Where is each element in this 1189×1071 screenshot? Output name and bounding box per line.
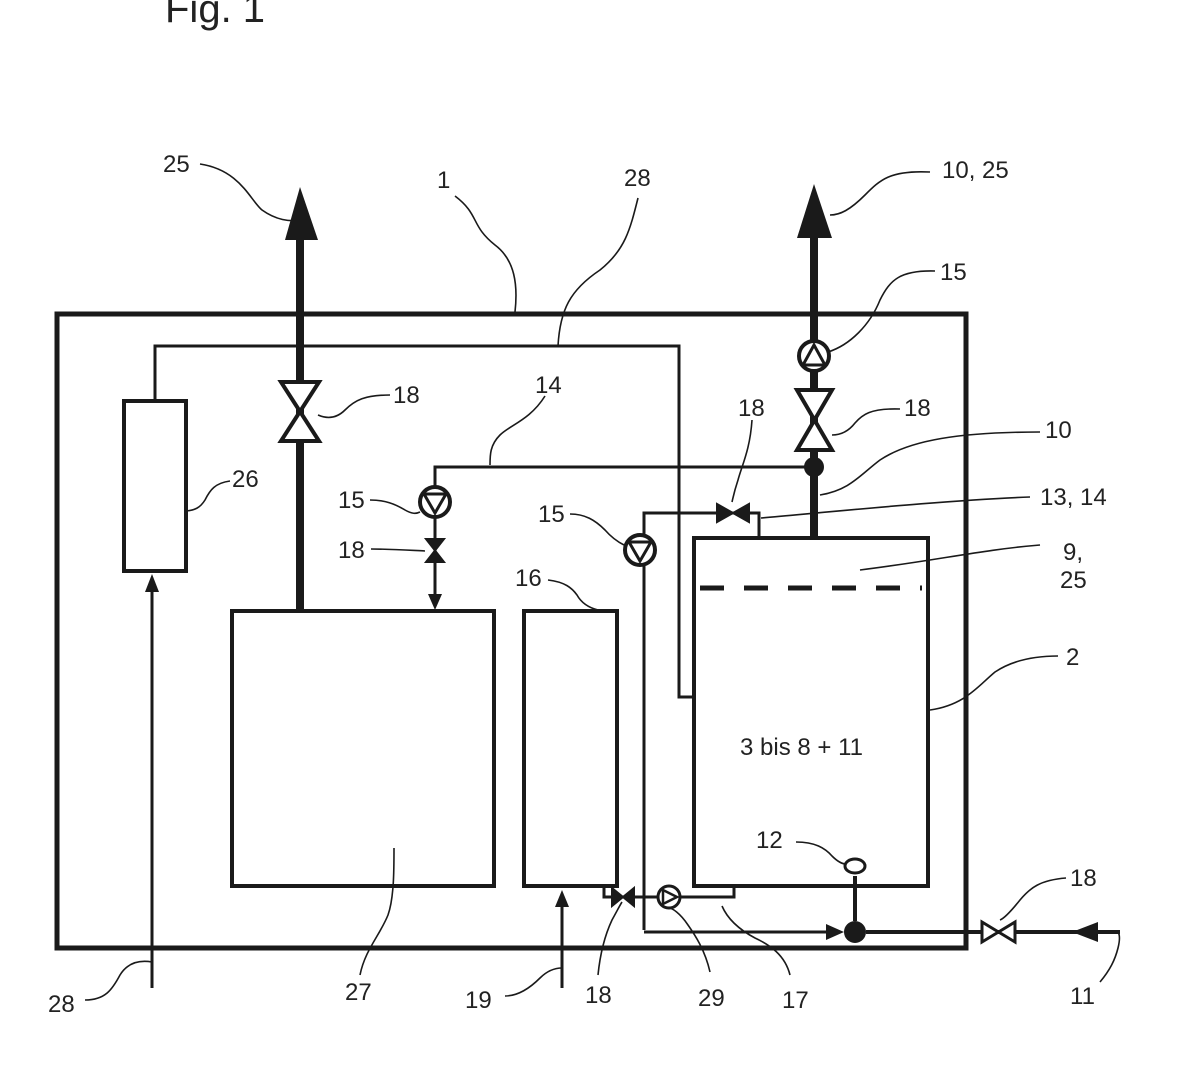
vessel-contents-label: 3 bis 8 + 11	[740, 734, 863, 761]
leader-28-top	[558, 198, 638, 346]
label-18-topright: 18	[738, 395, 765, 422]
leader-2	[930, 656, 1058, 710]
arrow-10-25	[797, 184, 832, 238]
leader-18-right	[832, 409, 900, 435]
arrow-return	[826, 924, 844, 940]
label-28-top: 28	[624, 165, 651, 192]
label-28-bottom: 28	[48, 991, 75, 1018]
leader-28-bottom	[85, 961, 152, 1000]
label-1: 1	[437, 167, 450, 194]
label-18-left: 18	[393, 382, 420, 409]
label-25-left: 25	[163, 151, 190, 178]
valve-18-feed	[982, 922, 1015, 942]
leader-25-left	[200, 164, 300, 221]
label-16: 16	[515, 565, 542, 592]
label-18-bottom: 18	[585, 982, 612, 1009]
leader-15-top	[828, 271, 935, 352]
label-12: 12	[756, 827, 783, 854]
arrow-14-down	[428, 594, 442, 610]
line-13-14	[644, 513, 759, 930]
component-27-tank	[232, 611, 494, 886]
leader-9-25	[860, 545, 1040, 570]
figure-title: Fig. 1	[165, 0, 265, 31]
arrow-11	[1072, 922, 1098, 942]
label-10: 10	[1045, 417, 1072, 444]
component-16-tank	[524, 611, 617, 886]
valve-18-top	[717, 504, 749, 522]
label-18-small: 18	[338, 537, 365, 564]
label-29: 29	[698, 985, 725, 1012]
leader-27	[360, 848, 394, 975]
line-28	[155, 346, 694, 697]
label-19: 19	[465, 987, 492, 1014]
label-15-mid: 15	[338, 487, 365, 514]
leader-10-25	[830, 172, 930, 215]
leader-18-bottomright	[1000, 878, 1066, 920]
line-14	[435, 467, 814, 600]
leader-13-14	[761, 497, 1030, 518]
label-15-top: 15	[940, 259, 967, 286]
valve-18-left	[281, 382, 319, 441]
valve-18-right	[797, 390, 832, 450]
arrow-28-inlet	[145, 574, 159, 592]
label-18-right: 18	[904, 395, 931, 422]
label-18-bottomright: 18	[1070, 865, 1097, 892]
leader-19	[505, 968, 562, 996]
label-13-14: 13, 14	[1040, 484, 1107, 511]
label-26: 26	[232, 466, 259, 493]
label-11: 11	[1070, 983, 1095, 1010]
label-9: 9,	[1063, 539, 1083, 566]
leader-15-mid	[370, 500, 420, 513]
leader-17	[722, 906, 790, 975]
leader-10	[820, 432, 1040, 495]
label-17: 17	[782, 987, 809, 1014]
label-15-left: 15	[538, 501, 565, 528]
leader-18-small	[371, 549, 425, 551]
label-10-25: 10, 25	[942, 157, 1009, 184]
leader-18-bottom	[598, 902, 622, 975]
leader-11	[1100, 932, 1120, 982]
leader-18-topright	[732, 420, 752, 502]
leader-14	[490, 396, 545, 465]
leader-26	[186, 481, 230, 511]
leader-29	[669, 908, 710, 972]
leader-1	[455, 196, 516, 312]
component-26-box	[124, 401, 186, 571]
junction-dot-bottom	[844, 921, 866, 943]
label-2: 2	[1066, 644, 1079, 671]
valve-18-small	[426, 539, 444, 562]
leader-15-left	[570, 514, 624, 545]
nozzle-12	[845, 859, 865, 873]
leader-12	[796, 842, 846, 864]
arrow-19	[555, 890, 569, 907]
arrow-25-left	[285, 187, 318, 240]
leader-16	[548, 580, 598, 610]
leader-18-left	[318, 395, 390, 417]
label-14: 14	[535, 372, 562, 399]
valve-18-bottom	[612, 888, 634, 906]
label-27: 27	[345, 979, 372, 1006]
label-25-vessel: 25	[1060, 567, 1087, 594]
